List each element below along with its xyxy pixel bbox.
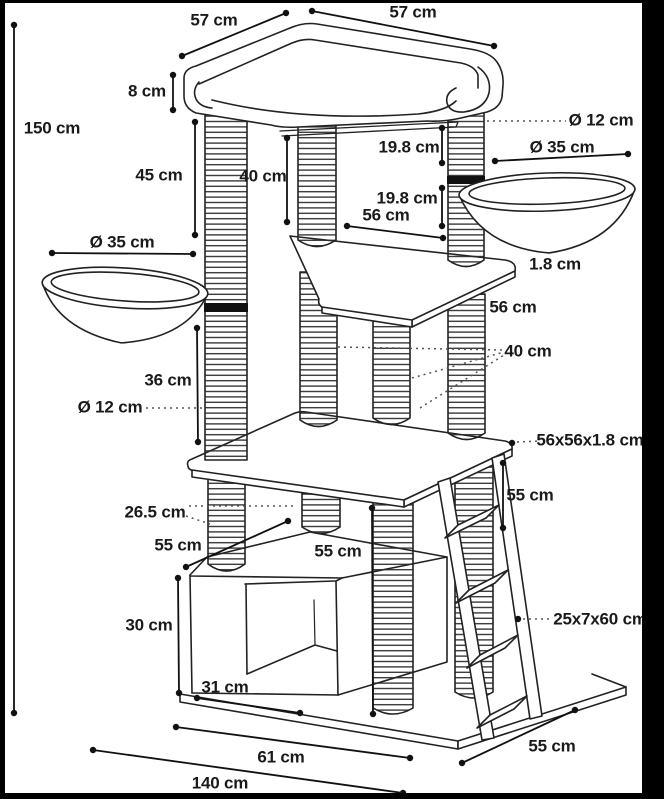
dim-label-right-post-segment-lower: 19.8 cm xyxy=(376,188,438,208)
bolster-left-cap xyxy=(193,81,213,109)
dim-label-middle-platform-width: 56 cm xyxy=(489,297,537,317)
dim-label-house-width: 61 cm xyxy=(257,747,305,767)
dim-label-right-bowl-diameter: Ø 35 cm xyxy=(529,137,595,157)
base-board xyxy=(179,673,627,750)
dim-label-lower-post-height: 55 cm xyxy=(314,541,362,561)
right-bowl-hammock xyxy=(458,171,636,254)
dim-label-post-diameter: Ø 12 cm xyxy=(568,110,634,130)
bolster-right-cap xyxy=(445,66,491,113)
ladder-step xyxy=(466,634,519,669)
callout-lines xyxy=(146,120,566,620)
dim-label-total-height: 150 cm xyxy=(23,118,81,138)
ladder-step xyxy=(444,504,500,539)
dim-label-top-platform-width: 57 cm xyxy=(389,2,437,22)
left-bowl-hammock xyxy=(41,266,209,344)
dim-label-left-bowl-diameter: Ø 35 cm xyxy=(89,232,155,252)
cushion-front-edge xyxy=(211,99,457,117)
dim-label-middle-posts-height: 40 cm xyxy=(504,341,552,361)
dim-label-center-post-upper: 40 cm xyxy=(239,166,287,186)
dim-label-ladder-size: 25x7x60 cm xyxy=(553,609,647,629)
dim-label-base-width: 140 cm xyxy=(191,773,249,793)
dim-label-right-post-segment-upper: 19.8 cm xyxy=(378,137,440,157)
bolster-inner-edge xyxy=(198,38,479,89)
dimension-lines xyxy=(13,10,629,794)
dim-label-middle-platform-thickness: 1.8 cm xyxy=(529,254,581,274)
ladder-step xyxy=(455,569,509,604)
dim-label-main-platform-size: 56x56x1.8 cm xyxy=(536,430,644,450)
frame-right xyxy=(642,0,664,799)
dim-label-left-post-upper: 45 cm xyxy=(135,165,183,185)
left-tall-post xyxy=(204,112,248,461)
dim-label-left-post-diameter: Ø 12 cm xyxy=(77,397,143,417)
dim-label-house-top-depth: 55 cm xyxy=(154,535,202,555)
dim-label-house-height: 30 cm xyxy=(125,615,173,635)
right-bowl-mount-band xyxy=(447,176,485,184)
dim-label-top-platform-depth: 57 cm xyxy=(190,10,238,30)
frame-top xyxy=(0,0,664,3)
dim-label-post-offset: 26.5 cm xyxy=(124,502,186,522)
dim-label-house-opening-width: 31 cm xyxy=(201,677,249,697)
dim-label-left-post-lower: 36 cm xyxy=(144,370,192,390)
dim-label-middle-platform-depth: 56 cm xyxy=(362,205,410,225)
ladder-step xyxy=(476,695,528,729)
main-platform xyxy=(186,410,513,508)
dim-label-ladder-upper-height: 55 cm xyxy=(506,485,554,505)
dim-label-base-depth: 55 cm xyxy=(528,736,576,756)
frame-bottom xyxy=(0,793,664,799)
left-bowl-mount-band xyxy=(204,303,248,312)
top-lounger-platform xyxy=(183,22,504,137)
dim-label-top-cushion-height: 8 cm xyxy=(128,81,166,101)
ladder xyxy=(437,453,543,741)
frame-left xyxy=(0,0,5,799)
